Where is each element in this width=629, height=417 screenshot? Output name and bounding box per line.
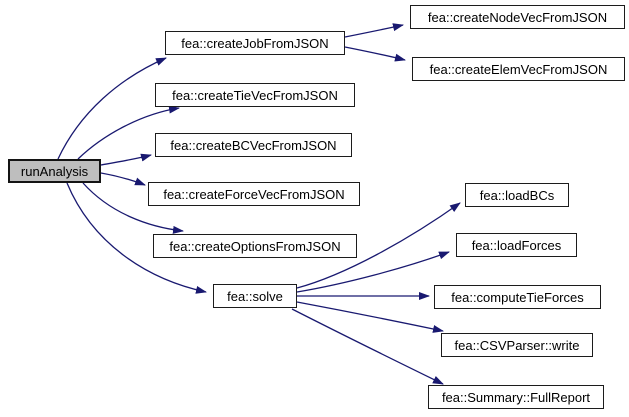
edge-createJobFromJSON-createNodeVecFromJSON: [344, 23, 404, 38]
node-Summary_FullReport[interactable]: fea::Summary::FullReport: [428, 385, 604, 409]
edge-runAnalysis-createForceVecFromJSON: [100, 172, 146, 186]
node-createElemVecFromJSON[interactable]: fea::createElemVecFromJSON: [412, 57, 625, 81]
node-createForceVecFromJSON[interactable]: fea::createForceVecFromJSON: [148, 182, 360, 206]
node-createBCVecFromJSON[interactable]: fea::createBCVecFromJSON: [155, 133, 352, 157]
node-loadForces[interactable]: fea::loadForces: [456, 233, 577, 257]
node-runAnalysis[interactable]: runAnalysis: [8, 159, 101, 183]
edge-runAnalysis-createTieVecFromJSON: [77, 105, 180, 160]
edge-runAnalysis-solve: [66, 182, 207, 294]
node-createOptionsFromJSON[interactable]: fea::createOptionsFromJSON: [153, 234, 357, 258]
edge-solve-Summary_FullReport: [291, 308, 444, 385]
node-solve[interactable]: fea::solve: [213, 284, 297, 308]
edge-solve-loadForces: [296, 251, 450, 293]
node-createNodeVecFromJSON[interactable]: fea::createNodeVecFromJSON: [410, 5, 625, 29]
node-CSVParser_write[interactable]: fea::CSVParser::write: [441, 333, 593, 357]
edge-runAnalysis-createOptionsFromJSON: [82, 182, 184, 234]
edge-solve-loadBCs: [296, 202, 461, 289]
edge-createJobFromJSON-createElemVecFromJSON: [344, 46, 406, 62]
edge-solve-CSVParser_write: [296, 301, 444, 333]
edge-runAnalysis-createJobFromJSON: [57, 57, 167, 160]
node-createTieVecFromJSON[interactable]: fea::createTieVecFromJSON: [155, 83, 355, 107]
node-createJobFromJSON[interactable]: fea::createJobFromJSON: [165, 31, 345, 55]
node-computeTieForces[interactable]: fea::computeTieForces: [434, 285, 601, 309]
node-loadBCs[interactable]: fea::loadBCs: [465, 183, 569, 207]
edge-runAnalysis-createBCVecFromJSON: [100, 153, 152, 166]
